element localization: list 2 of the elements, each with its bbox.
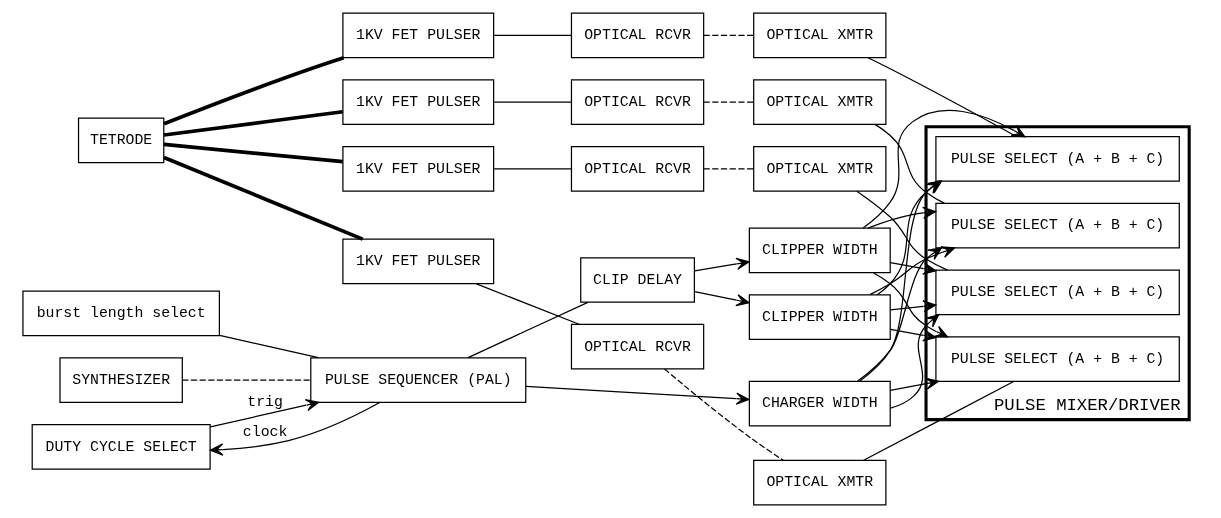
edge-label: clock xyxy=(242,424,287,441)
edge-label: trig xyxy=(246,393,283,410)
